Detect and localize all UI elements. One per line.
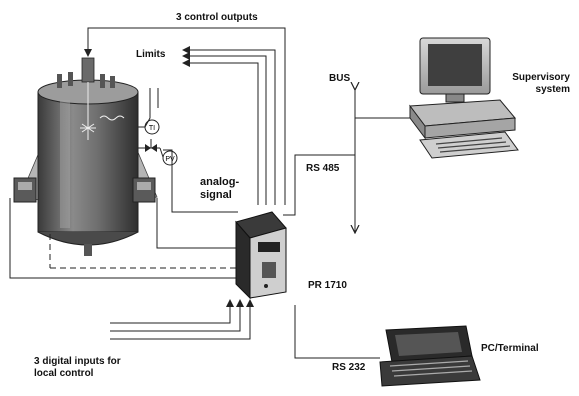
control-valve: PV [138,139,178,166]
pv-tag: PV [165,156,175,163]
pr1710-label: PR 1710 [308,280,347,291]
digital-inputs-line2: local control [34,368,94,379]
analog-line1: analog- [200,176,240,188]
supervisory-line2: system [535,84,570,95]
supervisory-computer [409,37,519,159]
supervisory-line1: Supervisory [512,72,570,83]
digital-inputs-label: 3 digital inputs for local control [34,356,121,380]
rs485-label: RS 485 [306,163,340,174]
pc-terminal-label: PC/Terminal [481,343,539,354]
ti-tag: TI [149,125,155,132]
supervisory-system-label: Supervisory system [504,72,570,96]
bus-label: BUS [329,73,351,84]
temperature-indicator: TI [138,119,160,135]
control-outputs-label: 3 control outputs [176,12,258,23]
wiring [9,27,420,359]
load-cell-left [13,177,37,203]
reactor-vessel [19,57,158,256]
digital-inputs-line1: 3 digital inputs for [34,356,121,367]
load-cell-right [132,177,156,203]
analog-line2: signal [200,189,232,201]
rs232-label: RS 232 [332,362,366,373]
pr1710-controller [235,211,287,300]
analog-signal-label: analog- signal [200,176,239,202]
pc-terminal-laptop [379,325,481,387]
limits-label: Limits [136,49,166,60]
